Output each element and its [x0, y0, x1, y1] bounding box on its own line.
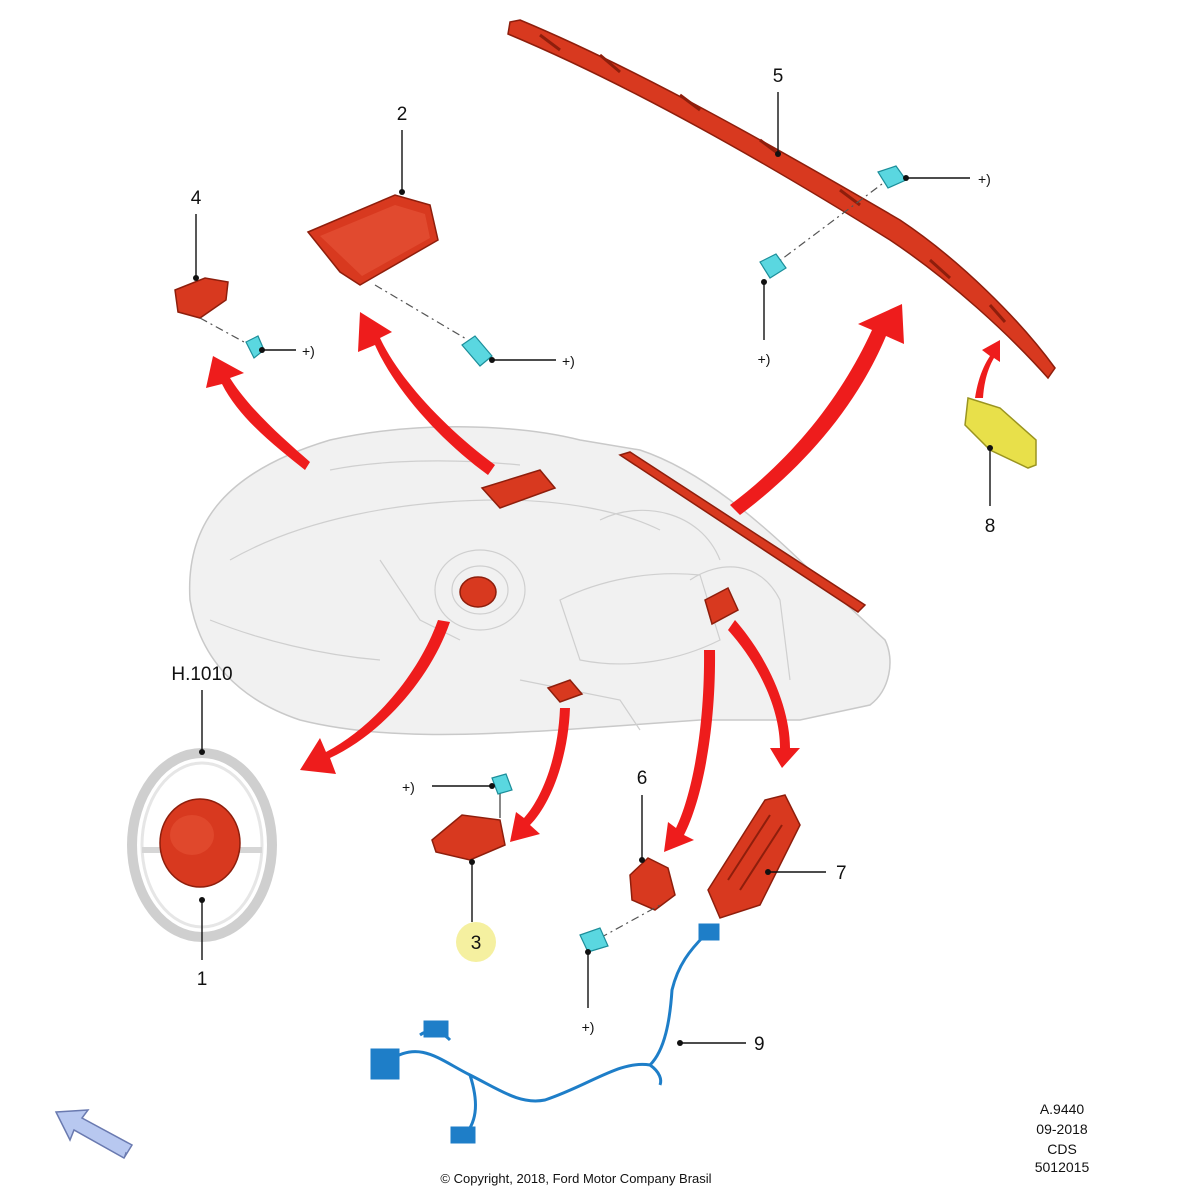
driver-airbag-in-car [459, 576, 497, 608]
passenger-airbag-2 [306, 194, 439, 286]
seat-airbag-in-car [704, 586, 739, 626]
callout-4: 4 [191, 188, 202, 209]
fastener-mark-2: +) [562, 353, 575, 369]
reference-block: A.9440 09-2018 CDS 5012015 [1035, 1101, 1090, 1175]
fastener-mark-4: +) [302, 343, 315, 359]
leader-lines [193, 92, 993, 1046]
ref-line-4: 5012015 [1035, 1159, 1090, 1175]
callout-7: 7 [836, 863, 847, 884]
fasteners [199, 165, 907, 953]
copyright-text: © Copyright, 2018, Ford Motor Company Br… [440, 1171, 711, 1186]
callout-1: 1 [197, 969, 208, 990]
callout-6: 6 [637, 768, 648, 789]
control-module-3 [431, 792, 506, 861]
red-arrows [206, 304, 1000, 852]
front-direction-arrow-icon [54, 1109, 134, 1160]
callout-steering-ref: H.1010 [171, 664, 232, 685]
callout-2: 2 [397, 104, 408, 125]
ref-line-2: 09-2018 [1036, 1121, 1088, 1137]
ref-line-1: A.9440 [1040, 1101, 1085, 1117]
fastener-mark-6: +) [582, 1019, 595, 1035]
curtain-airbag-in-car [618, 451, 867, 613]
callout-8: 8 [985, 516, 996, 537]
curtain-airbag-5 [507, 19, 1056, 380]
callout-3: 3 [471, 933, 482, 954]
fastener-mark-3: +) [402, 779, 415, 795]
callout-3-highlight [456, 922, 496, 962]
callout-5: 5 [773, 66, 784, 87]
knee-airbag-8 [964, 397, 1037, 469]
callout-9: 9 [754, 1034, 765, 1055]
seat-airbag-7 [707, 794, 801, 919]
wiring-harness-9 [370, 923, 720, 1144]
ref-line-3: CDS [1047, 1141, 1077, 1157]
fastener-mark-5a: +) [978, 171, 991, 187]
sensor-4 [174, 277, 229, 319]
passenger-airbag-in-car [480, 469, 557, 509]
module-in-car [546, 679, 584, 703]
fastener-mark-5b: +) [758, 351, 771, 367]
side-sensor-6 [629, 857, 676, 911]
